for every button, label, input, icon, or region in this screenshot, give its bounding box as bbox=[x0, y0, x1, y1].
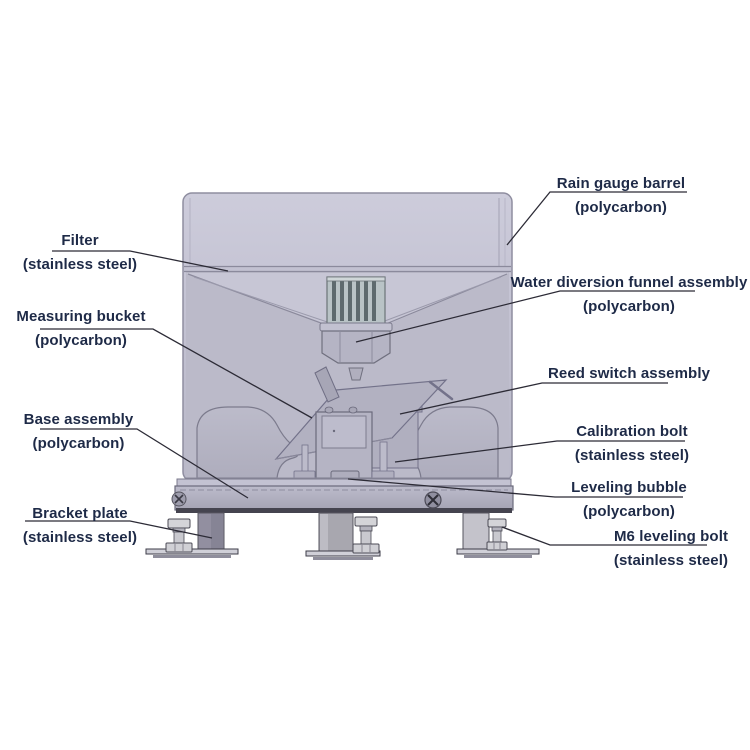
leader-rain-gauge-barrel bbox=[506, 191, 687, 246]
left-wing-wall bbox=[196, 406, 299, 479]
base-screw-right bbox=[424, 491, 442, 509]
leader-water-diversion-funnel bbox=[355, 290, 695, 343]
base-assembly bbox=[171, 478, 514, 513]
part-material: (stainless steel) bbox=[22, 529, 138, 546]
leader-base-assembly bbox=[40, 428, 249, 499]
label-water-diversion-funnel: Water diversion funnel assembly (polycar… bbox=[505, 271, 750, 319]
pivot-block bbox=[315, 406, 373, 479]
leader-filter bbox=[52, 250, 229, 272]
leader-bracket-plate bbox=[25, 520, 213, 539]
part-name: Calibration bolt bbox=[576, 423, 688, 440]
part-material: (stainless steel) bbox=[613, 552, 729, 569]
reed-wire bbox=[428, 380, 454, 401]
filter-rim bbox=[184, 265, 511, 273]
leader-lines bbox=[25, 191, 707, 546]
part-name: Leveling bubble bbox=[571, 479, 687, 496]
support-legs bbox=[197, 512, 490, 557]
label-bracket-plate: Bracket plate (stainless steel) bbox=[0, 502, 160, 550]
label-measuring-bucket: Measuring bucket (polycarbon) bbox=[0, 305, 162, 353]
label-m6-leveling-bolt: M6 leveling bolt (stainless steel) bbox=[572, 525, 750, 573]
leader-reed-switch bbox=[399, 382, 668, 415]
m6-leveling-bolt-left bbox=[165, 518, 193, 553]
label-calibration-bolt: Calibration bolt (stainless steel) bbox=[512, 420, 750, 468]
m6-leveling-bolt-center bbox=[352, 516, 380, 554]
part-name: Base assembly bbox=[23, 411, 134, 428]
label-filter: Filter (stainless steel) bbox=[0, 229, 160, 277]
part-material: (polycarbon) bbox=[582, 503, 676, 520]
part-name: Rain gauge barrel bbox=[556, 175, 686, 192]
part-name: M6 leveling bolt bbox=[613, 528, 729, 545]
part-name: Reed switch assembly bbox=[547, 365, 711, 382]
bracket-plates bbox=[145, 548, 540, 560]
part-material: (polycarbon) bbox=[582, 298, 676, 315]
label-rain-gauge-barrel: Rain gauge barrel (polycarbon) bbox=[501, 172, 741, 220]
tipping-bucket-mechanism bbox=[186, 366, 509, 481]
leg-right bbox=[462, 512, 490, 553]
label-base-assembly: Base assembly (polycarbon) bbox=[0, 408, 157, 456]
part-name: Filter bbox=[61, 232, 99, 249]
part-name: Measuring bucket bbox=[16, 308, 146, 325]
label-reed-switch: Reed switch assembly bbox=[509, 362, 749, 386]
calibration-bolt-right bbox=[371, 441, 395, 480]
bucket-arm bbox=[314, 366, 340, 403]
bracket-plate-center bbox=[305, 550, 381, 557]
part-material: (polycarbon) bbox=[34, 332, 128, 349]
leader-calibration-bolt bbox=[394, 440, 685, 463]
base-screw-left bbox=[171, 491, 187, 507]
part-material: (stainless steel) bbox=[22, 256, 138, 273]
part-material: (polycarbon) bbox=[574, 199, 668, 216]
m6-leveling-bolt-right bbox=[486, 518, 508, 551]
water-diversion-funnel-assembly bbox=[319, 276, 393, 381]
part-name: Bracket plate bbox=[32, 505, 128, 522]
leader-leveling-bubble bbox=[347, 478, 683, 498]
leader-m6-leveling-bolt bbox=[501, 526, 707, 546]
leader-measuring-bucket bbox=[40, 328, 313, 419]
calibration-bolt-left bbox=[293, 444, 316, 480]
part-material: (polycarbon) bbox=[32, 435, 125, 452]
label-leveling-bubble: Leveling bubble (polycarbon) bbox=[509, 476, 749, 524]
part-material: (stainless steel) bbox=[574, 447, 690, 464]
part-name: Water diversion funnel assembly bbox=[510, 274, 748, 291]
